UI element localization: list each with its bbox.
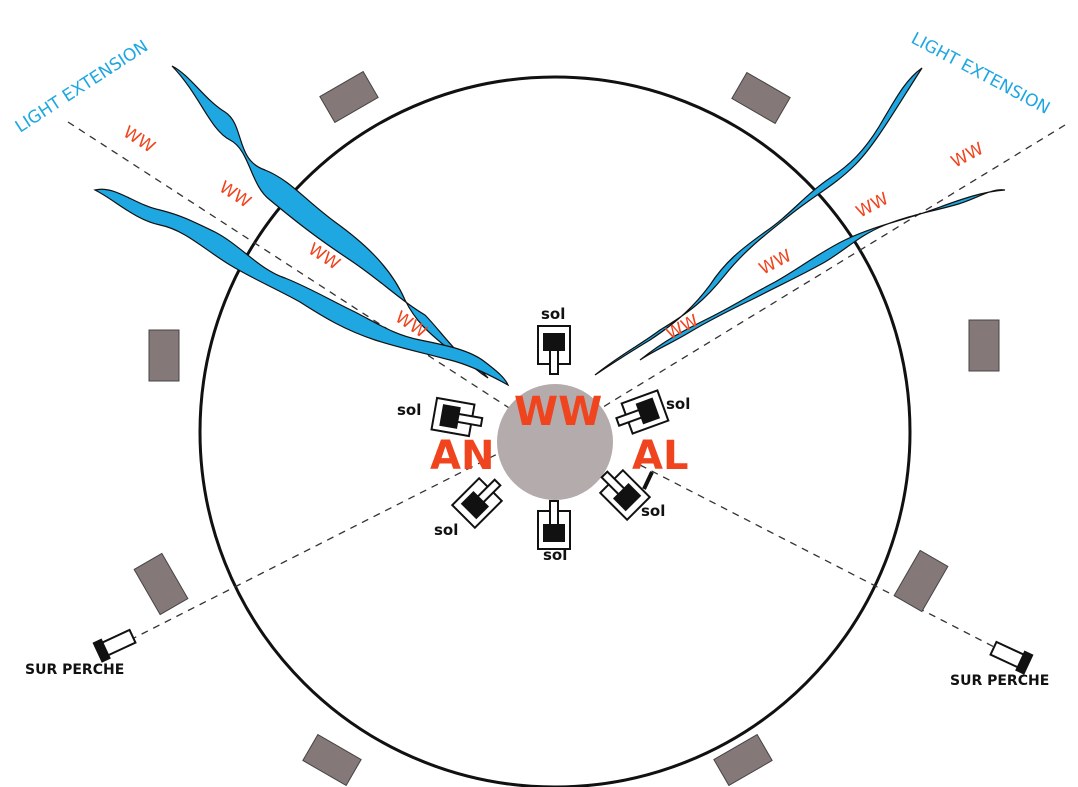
fixture-bottom [537, 500, 571, 550]
box-left [148, 329, 180, 382]
box-right [968, 319, 1000, 372]
box-top-left [319, 70, 379, 124]
center-disc [497, 384, 613, 500]
light-extension-right-label: LIGHT EXTENSION [908, 29, 1053, 119]
fixture-left-lower [450, 476, 504, 530]
sol-top-label: sol [541, 305, 565, 323]
box-top-right [731, 71, 791, 125]
sol-left-lower-label: sol [434, 521, 458, 539]
sol-bottom-label: sol [543, 546, 567, 564]
ww-right-2: WW [853, 189, 892, 223]
ww-right-1: WW [948, 139, 987, 173]
speaker-boxes [133, 70, 1000, 787]
beam-axes [67, 121, 1066, 651]
sol-right-lower-label: sol [641, 502, 665, 520]
left-beam-lower [93, 188, 510, 387]
an-label: AN [430, 433, 494, 479]
al-label: AL [632, 433, 688, 479]
ww-left-1: WW [119, 122, 158, 157]
right-beam-lower [639, 189, 1006, 361]
ww-right-4: WW [663, 311, 702, 345]
box-lower-left [133, 552, 189, 616]
sur-perche-left-label: SUR PERCHE [25, 662, 124, 678]
perch-fixtures [92, 628, 1034, 675]
right-beam-upper [594, 67, 923, 376]
box-lower-right [893, 549, 949, 613]
perch-left-pole [642, 471, 654, 490]
axis-left-down [129, 439, 526, 641]
light-extension-left-beams [93, 65, 510, 387]
axis-left-up [67, 121, 521, 416]
fixture-right-lower [598, 468, 652, 522]
fixture-left-upper [430, 396, 484, 438]
sur-perche-right-label: SUR PERCHE [950, 673, 1049, 689]
box-bottom-left [302, 733, 362, 787]
ww-left-2: WW [215, 177, 254, 212]
stage-ring [198, 75, 912, 787]
fixture-top [537, 325, 571, 375]
center-ww-label: WW [514, 389, 602, 435]
axis-right-up [589, 124, 1066, 416]
fixture-right-upper [615, 389, 670, 435]
perch-fixture-left [92, 628, 137, 663]
sol-left-label: sol [397, 401, 421, 419]
light-extension-right-beams [594, 67, 1006, 376]
sol-right-label: sol [666, 395, 690, 413]
box-bottom-right [713, 733, 773, 787]
floor-fixtures [430, 325, 670, 550]
perch-fixture-right [989, 640, 1034, 675]
axis-right-down [639, 464, 1001, 651]
